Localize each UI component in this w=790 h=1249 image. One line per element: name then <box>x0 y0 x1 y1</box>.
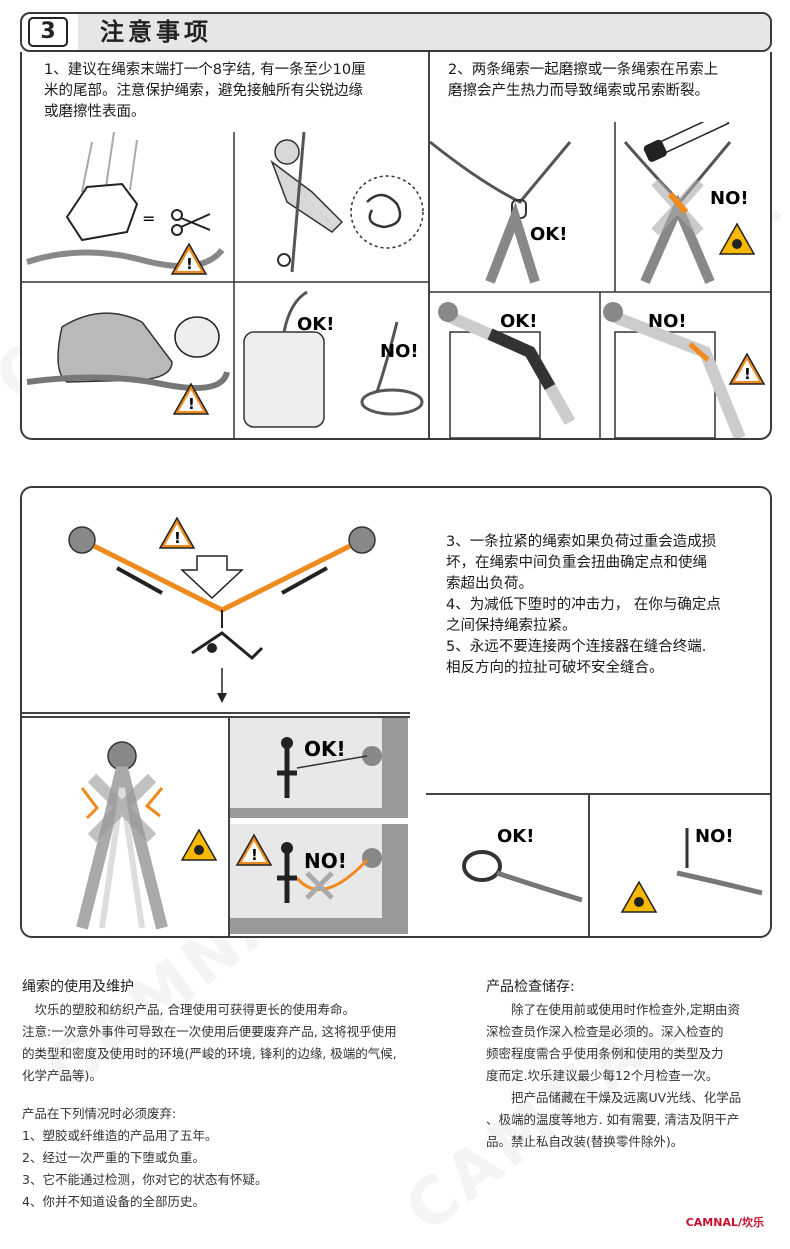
instructions-3-5: 3、一条拉紧的绳索如果负荷过重会造成损 坏，在绳索中间负重会扭曲确定点和使绳 索… <box>446 534 721 676</box>
warning-triangle-icon: ! <box>235 833 273 866</box>
instruction-2: 2、两条绳索一起磨擦或一条绳索在吊索上 磨擦会产生热力而导致绳索或吊索断裂。 <box>448 62 719 99</box>
svg-text:!: ! <box>186 255 193 273</box>
no-label: NO! <box>648 311 687 332</box>
no-label: NO! <box>304 849 347 873</box>
ok-label: OK! <box>297 314 334 335</box>
svg-text:!: ! <box>188 395 195 413</box>
care-text: 坎乐的塑胶和纺织产品, 合理使用可获得更长的使用寿命。 注意:一次意外事件可导致… <box>22 1002 397 1083</box>
care-title: 绳索的使用及维护 <box>22 979 134 995</box>
boot-stepping-on-rope-icon <box>26 312 230 391</box>
warning-triangle-icon: ! <box>158 516 196 549</box>
down-arrow-icon <box>180 555 244 600</box>
ok-label: OK! <box>304 737 346 761</box>
falling-rock-icon <box>65 132 139 242</box>
anchor-icon <box>348 526 376 554</box>
warning-triangle-icon: ! <box>170 242 208 275</box>
carabiner-icon <box>462 850 583 903</box>
instruction-1: 1、建议在绳索末端打一个8字结, 有一条至少10厘 米的尾部。注意保护绳索，避免… <box>44 62 366 120</box>
rope-friction-illustration: OK! NO! OK! NO! ! <box>430 122 770 438</box>
saw-icon <box>643 122 730 162</box>
warning-danger-icon <box>620 880 658 913</box>
rope-bag-ok-icon <box>243 290 325 428</box>
svg-text:!: ! <box>251 846 258 864</box>
warning-danger-icon <box>718 222 756 255</box>
rope-end-no-knot-icon <box>360 321 424 416</box>
no-label: NO! <box>380 341 419 362</box>
scissors-icon <box>171 209 211 236</box>
brand-logo: CAMNAL/坎乐 <box>685 1216 764 1229</box>
ok-label: OK! <box>500 311 537 332</box>
warning-triangle-icon: ! <box>728 352 766 385</box>
rope-load-illustration: ! OK! NO! ! <box>68 516 763 934</box>
rope-care-illustration: = ! ! <box>22 132 428 438</box>
svg-text:!: ! <box>174 529 181 547</box>
section-number: 3 <box>40 19 56 44</box>
ok-label: OK! <box>497 826 534 847</box>
climber-figure-icon <box>270 132 344 273</box>
hanging-climber-icon <box>191 610 264 661</box>
no-label: NO! <box>710 188 749 209</box>
double-connector-icon <box>676 828 763 896</box>
svg-text:!: ! <box>744 365 751 383</box>
warning-triangle-icon: ! <box>172 382 210 415</box>
page-title: 注意事项 <box>100 18 212 46</box>
anchor-icon <box>107 741 137 771</box>
anchor-icon <box>68 526 96 554</box>
discard-list: 产品在下列情况时必须废弃: 1、塑胶或纤维造的产品用了五年。 2、经过一次严重的… <box>22 1106 268 1209</box>
section-number-box: 3 <box>28 17 68 47</box>
inspection-title: 产品检查储存: <box>486 979 575 995</box>
header-title-band <box>78 14 770 50</box>
section-header: 3 注意事项 <box>20 12 772 52</box>
anchor-icon <box>362 746 382 766</box>
warning-danger-icon <box>180 828 218 861</box>
anchor-icon <box>362 848 382 868</box>
inspection-text: 除了在使用前或使用时作检查外,定期由资 深检查员作深入检查是必须的。深入检查的 … <box>486 1002 742 1149</box>
warning-panel-middle: 3、一条拉紧的绳索如果负荷过重会造成损 坏，在绳索中间负重会扭曲确定点和使绳 索… <box>20 486 772 938</box>
warning-panel-top: 1、建议在绳索末端打一个8字结, 有一条至少10厘 米的尾部。注意保护绳索，避免… <box>20 52 772 440</box>
no-label: NO! <box>695 826 734 847</box>
ok-label: OK! <box>530 224 567 245</box>
equals-sign: = <box>142 209 155 228</box>
figure-eight-knot-icon <box>350 175 424 249</box>
